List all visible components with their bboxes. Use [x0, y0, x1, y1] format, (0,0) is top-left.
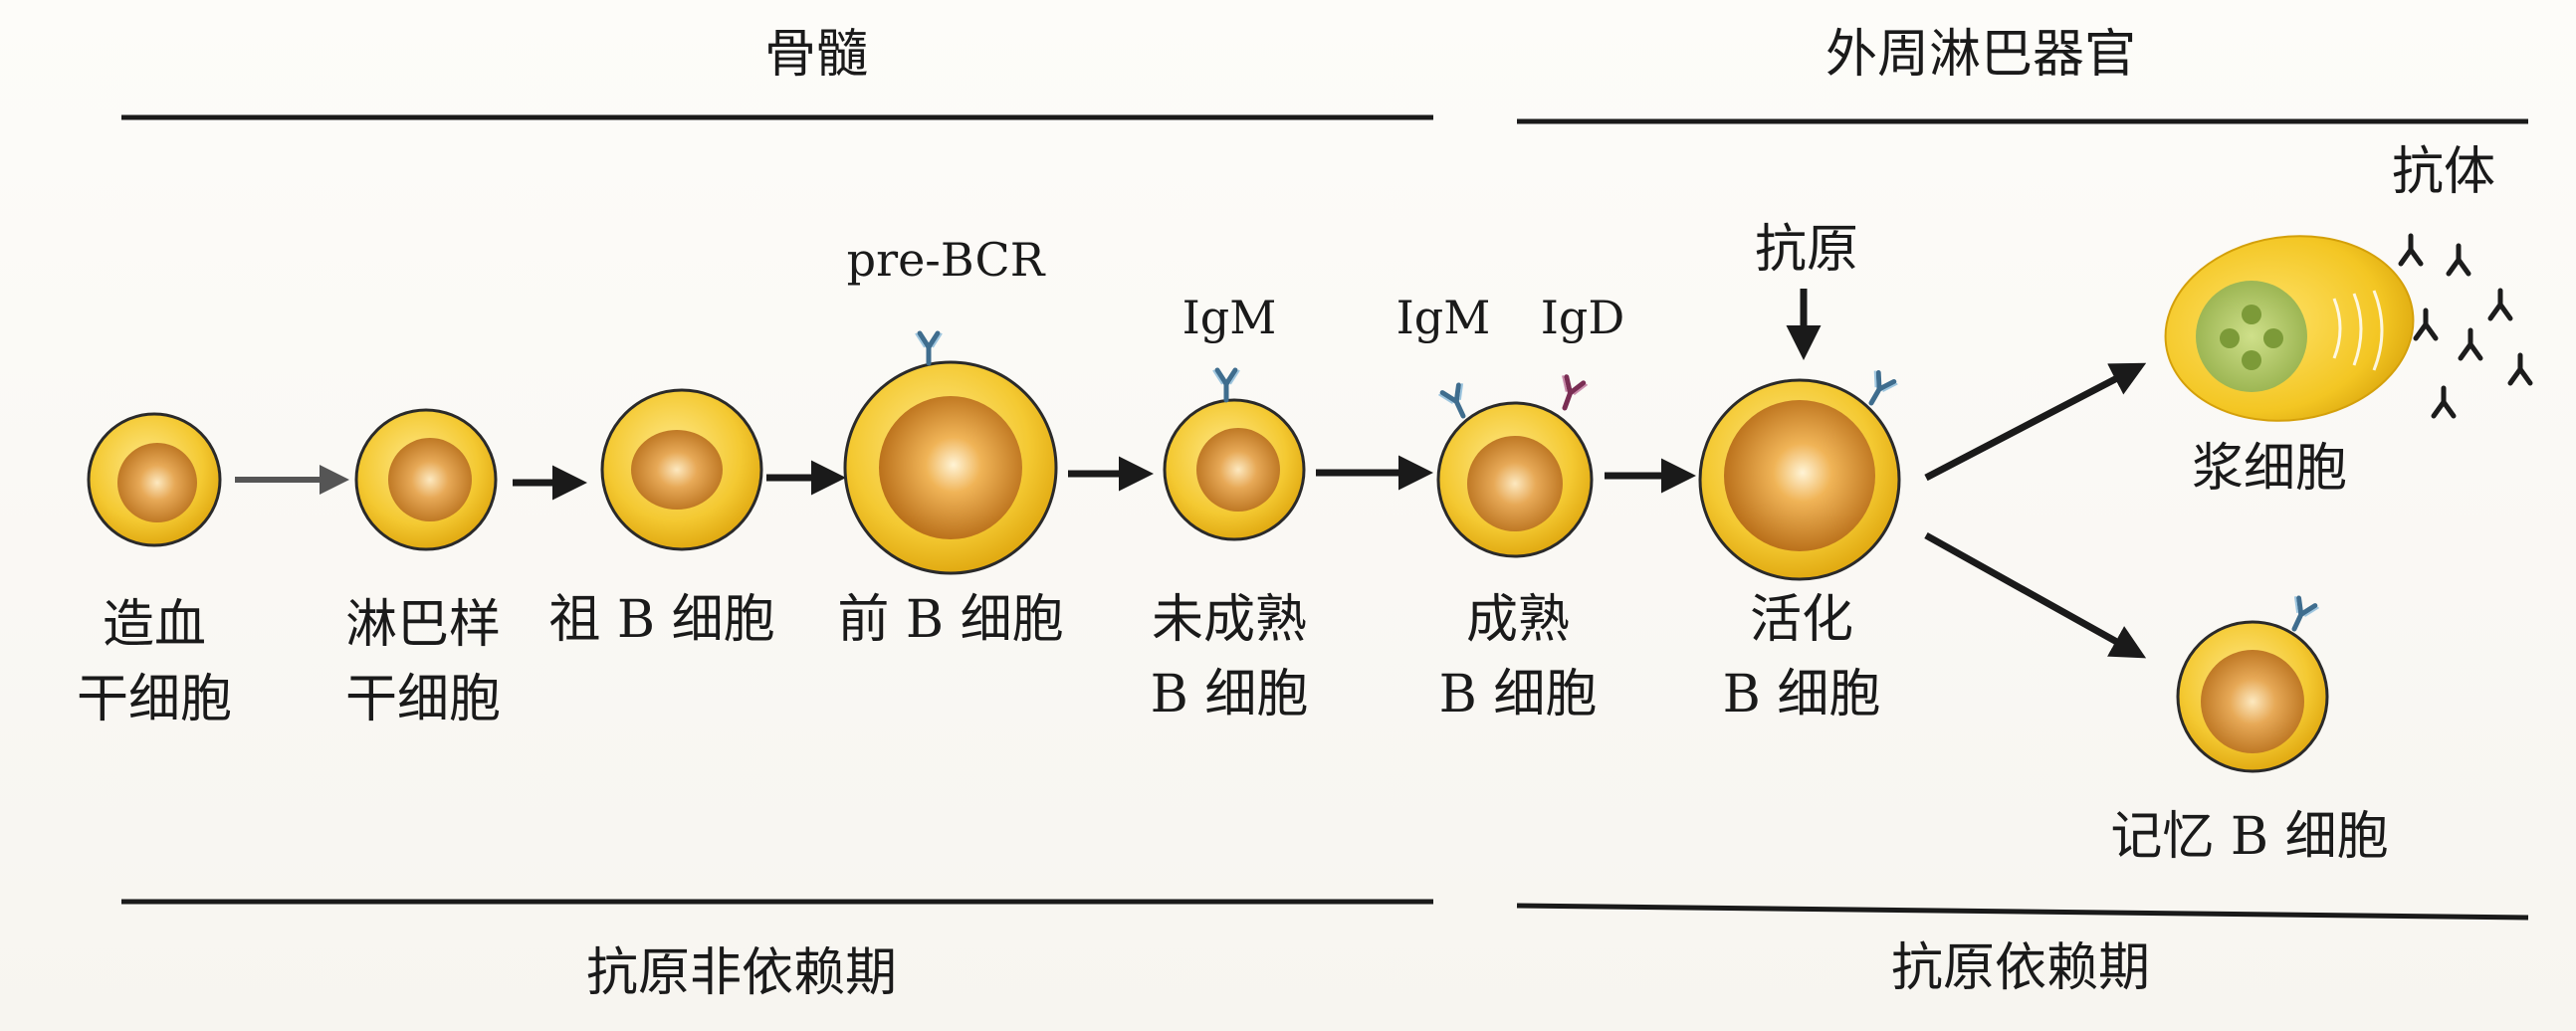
pro-b-label: 祖 B 细胞	[548, 590, 774, 650]
plasma-cell	[2164, 235, 2415, 422]
igd-receptor-icon	[1553, 375, 1588, 412]
lymphoid-stem-cell	[354, 408, 498, 551]
activated-b-cell	[1698, 371, 1901, 581]
pre-bcr-receptor-icon	[916, 333, 942, 363]
antigen-dependent-divider	[1516, 903, 2529, 921]
memory-receptor-icon	[2282, 596, 2318, 634]
antigen-label: 抗原	[1755, 220, 1858, 280]
igd-label: IgD	[1541, 291, 1625, 344]
mature-b-cell	[1438, 375, 1594, 558]
hsc-cell	[87, 412, 222, 547]
lymphoid-stem-label-line2: 干细胞	[345, 670, 501, 729]
igm-mature-receptor-icon	[1439, 383, 1475, 421]
phase-antigen-dependent: 抗原依赖期	[1891, 938, 2150, 998]
pro-b-cell	[600, 388, 763, 551]
igm-immature-label: IgM	[1182, 291, 1277, 344]
hsc-label-line1: 造血	[103, 595, 206, 655]
activated-b-label-line2: B 细胞	[1723, 665, 1881, 724]
pre-bcr-label: pre-BCR	[847, 233, 1046, 287]
pre-b-label: 前 B 细胞	[837, 590, 1063, 650]
antibody-icons	[2401, 236, 2530, 416]
mature-b-label-line1: 成熟	[1466, 590, 1570, 650]
memory-b-label: 记忆 B 细胞	[2110, 807, 2388, 867]
plasma-cell-label: 浆细胞	[2192, 439, 2347, 499]
memory-b-cell	[2176, 596, 2329, 773]
immature-b-label-line1: 未成熟	[1152, 590, 1307, 650]
region-bone-marrow: 骨髓	[764, 25, 868, 85]
hsc-label-line2: 干细胞	[77, 670, 232, 729]
antibody-label: 抗体	[2392, 142, 2495, 202]
arrow-to-memory-b	[1924, 531, 2147, 659]
region-peripheral-lymphoid-organs: 外周淋巴器官	[1825, 25, 2136, 85]
immature-b-label-line2: B 细胞	[1151, 665, 1309, 724]
mature-b-label-line2: B 细胞	[1439, 665, 1598, 724]
igm-receptor-icon	[1213, 370, 1239, 400]
pre-b-cell	[843, 333, 1058, 575]
phase-antigen-independent: 抗原非依赖期	[586, 943, 897, 1003]
arrow-to-plasma-cell	[1924, 362, 2147, 482]
lymphoid-stem-label-line1: 淋巴样	[345, 595, 501, 655]
activated-b-label-line1: 活化	[1750, 590, 1853, 650]
immature-b-cell	[1163, 370, 1306, 541]
igm-mature-label: IgM	[1396, 291, 1491, 344]
